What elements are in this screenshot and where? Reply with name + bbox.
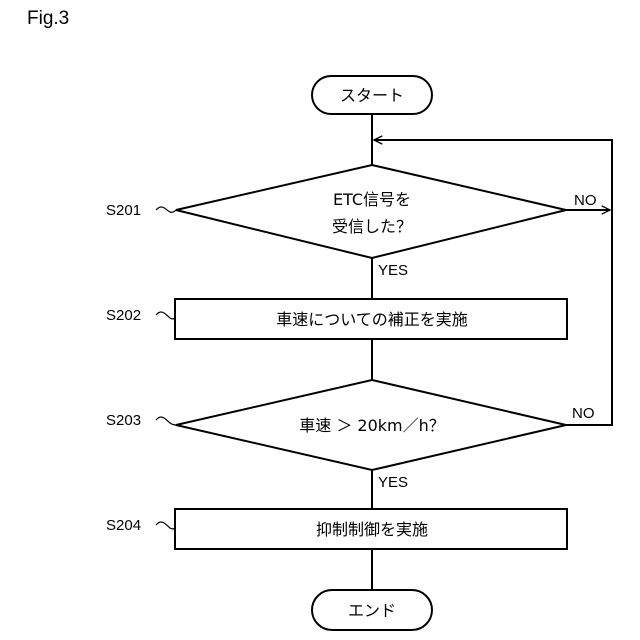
s201-yes-label: YES bbox=[378, 262, 408, 279]
step-label-s202: S202 bbox=[106, 307, 141, 324]
end-terminal-text: エンド bbox=[348, 601, 396, 620]
process-s204: 抑制制御を実施 bbox=[175, 509, 567, 549]
leader-s204 bbox=[156, 522, 175, 529]
s203-no-label: NO bbox=[572, 405, 595, 422]
s201-no-label: NO bbox=[574, 192, 597, 209]
end-terminal: エンド bbox=[312, 590, 432, 630]
decision-s201: ETC信号を 受信した？ bbox=[176, 165, 566, 258]
start-terminal-text: スタート bbox=[340, 86, 404, 105]
leader-s203 bbox=[156, 417, 176, 425]
step-label-s201: S201 bbox=[106, 202, 141, 219]
step-label-s203: S203 bbox=[106, 412, 141, 429]
process-s202: 車速についての補正を実施 bbox=[175, 299, 567, 339]
step-label-s204: S204 bbox=[106, 517, 141, 534]
leader-s201 bbox=[156, 207, 176, 212]
process-s202-text: 車速についての補正を実施 bbox=[276, 310, 468, 329]
decision-s203: 車速 ＞ 20km／h？ bbox=[176, 380, 566, 470]
decision-s201-line-1: ETC信号を bbox=[333, 190, 411, 209]
leader-s202 bbox=[156, 312, 175, 319]
process-s204-text: 抑制制御を実施 bbox=[316, 520, 428, 539]
start-terminal: スタート bbox=[312, 76, 432, 114]
s203-yes-label: YES bbox=[378, 474, 408, 491]
decision-s201-line-2: 受信した？ bbox=[332, 217, 412, 236]
decision-s203-text: 車速 ＞ 20km／h？ bbox=[299, 416, 445, 435]
